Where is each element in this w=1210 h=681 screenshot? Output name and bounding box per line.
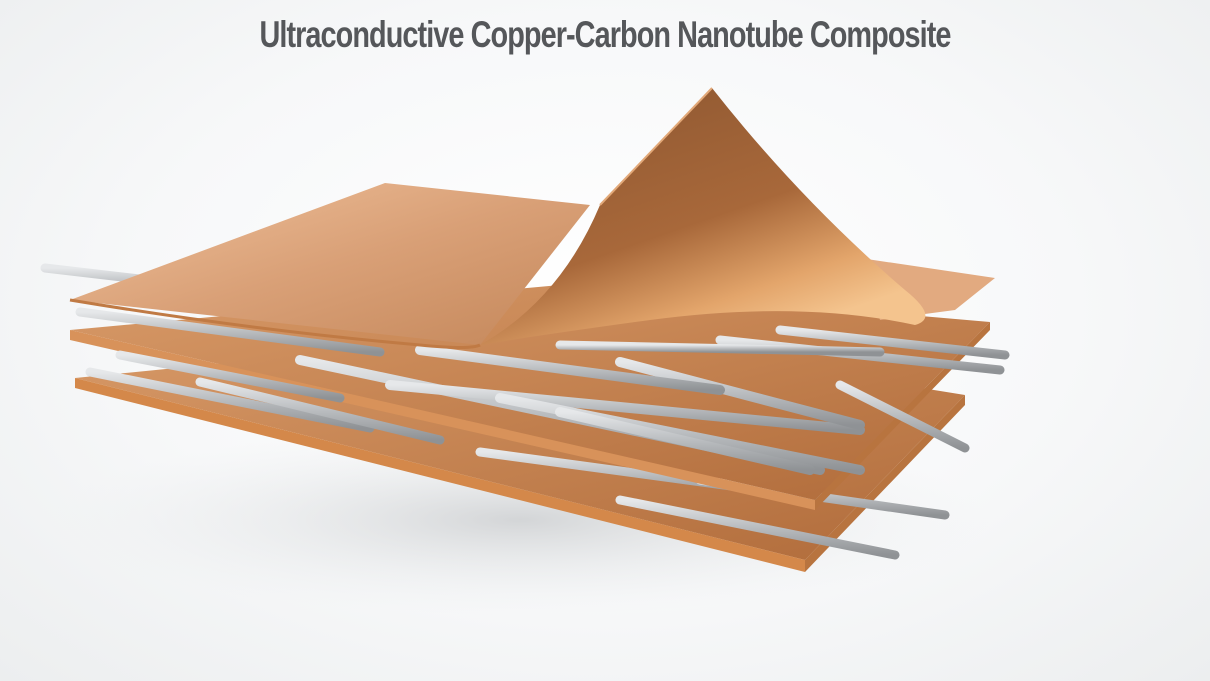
nanotubes-front xyxy=(115,350,815,475)
copper-sheet-peeled-flap xyxy=(480,88,926,345)
flap-edge-highlight xyxy=(599,87,713,206)
image-title: Ultraconductive Copper-Carbon Nanotube C… xyxy=(259,14,951,55)
nanotubes-upper xyxy=(40,263,1010,475)
